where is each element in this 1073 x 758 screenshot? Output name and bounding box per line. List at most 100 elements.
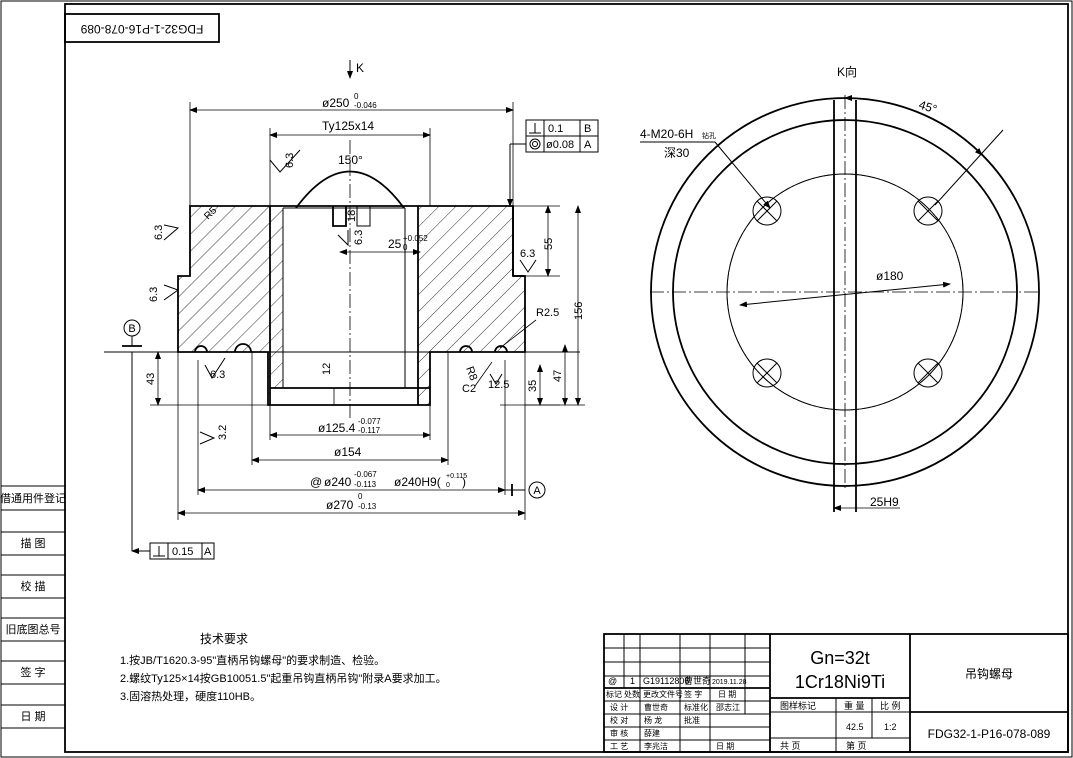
tol-perp2-datum: A: [204, 546, 212, 558]
rev-date: 2019.11.28: [712, 679, 747, 686]
dim-h125: 12.5: [488, 379, 509, 391]
dim-d25-tol-upper: +0.052: [403, 234, 428, 243]
tol-perp2-value: 0.15: [172, 546, 193, 558]
rev-header-sign: 签 字: [684, 689, 702, 699]
k-view-thread-depth: 深30: [664, 146, 690, 160]
tech-req-title: 技术要求: [200, 632, 248, 646]
drawing-mark-label: 图样标记: [780, 700, 816, 711]
dim-d25: 25: [388, 237, 402, 251]
tech-req-item-3: 3.固溶热处理，硬度110HB。: [120, 689, 261, 703]
scale-label: 比 例: [880, 700, 901, 711]
dim-d240h9-tol-upper: +0.115: [446, 473, 467, 480]
dim-d250-tol-lower: -0.046: [354, 101, 377, 110]
scale-value: 1:2: [884, 722, 897, 732]
view-arrow-label: K: [356, 61, 364, 75]
sig-review: 薛建: [644, 728, 660, 738]
standardization-sig: 邵志江: [716, 702, 740, 712]
dim-d240h9: ø240H9(: [394, 475, 441, 489]
roughness-6-3-left-upper: 6.3: [153, 225, 165, 240]
tolerance-frame-perpendicular-b: 0.1 B: [525, 119, 599, 137]
roughness-6-3-notch: 6.3: [353, 230, 365, 245]
material: 1Cr18Ni9Ti: [795, 672, 885, 692]
part-name: 吊钩螺母: [965, 667, 1013, 681]
k-view-thread-note-suffix: 钻孔: [702, 131, 716, 140]
dim-d270-tol-lower: -0.13: [358, 502, 377, 511]
sidebar-label-signature: 签 字: [20, 665, 45, 679]
tol-perp1-datum: B: [584, 123, 591, 135]
dim-d240-prefix: @: [310, 475, 322, 489]
roughness-3-2: 3.2: [217, 425, 229, 440]
sidebar-label-tracing: 描 图: [20, 536, 45, 550]
rev-mark: @: [608, 676, 617, 686]
tolerance-frame-concentricity-a: ø0.08 A: [525, 135, 599, 153]
k-view-title: K向: [837, 64, 857, 79]
drawing-number: FDG32-1-P16-078-089: [928, 727, 1051, 741]
role-check: 校 对: [610, 715, 628, 725]
rev-signer: 曹世奇: [684, 675, 711, 686]
roughness-6-3-left-lower: 6.3: [148, 287, 160, 302]
tech-req-item-2: 2.螺纹Ty125×14按GB10051.5"起重吊钩直柄吊钩"附录A要求加工。: [120, 671, 447, 685]
role-design: 设 计: [610, 702, 628, 712]
sidebar-label-date: 日 期: [20, 710, 45, 723]
left-sidebar: 借通用件登记 描 图 校 描 旧底图总号 签 字 日 期: [0, 485, 66, 729]
dim-h18: 18: [346, 210, 358, 222]
tech-requirements: 技术要求 1.按JB/T1620.3-95"直柄吊钩螺母"的要求制造、检验。 2…: [120, 632, 447, 703]
rev-count: 1: [630, 676, 635, 686]
bolt-hole-br: [913, 358, 943, 388]
mass-value: 42.5: [846, 722, 864, 732]
dim-d240h9-close: ): [462, 475, 466, 489]
rotated-drawing-number: FDG32-1-P16-078-089: [64, 13, 220, 43]
dim-d25-tol-lower: 0: [403, 243, 408, 252]
bolt-hole-tr: [913, 196, 943, 226]
k-view-pcd: ø180: [876, 269, 904, 283]
sig-check: 杨 龙: [644, 715, 662, 725]
sidebar-label-registry: 借通用件登记: [0, 491, 66, 505]
tol-conc-datum: A: [584, 139, 592, 151]
dim-d270-tol-upper: 0: [358, 492, 363, 501]
dim-d125-4-tol-lower: -0.117: [358, 426, 381, 435]
roughness-6-3-right: 6.3: [520, 248, 535, 260]
hatch-right: [418, 206, 525, 405]
dim-d240-tol-lower: -0.113: [354, 480, 377, 489]
dim-d250: ø250: [322, 96, 350, 110]
rev-header-mark: 标记: [606, 689, 622, 699]
k-view-thread-note: 4-M20-6H: [640, 127, 693, 141]
dim-r8: R8: [463, 365, 479, 382]
dim-h156: 156: [573, 302, 585, 320]
approval-label: 批准: [684, 715, 700, 725]
bolt-hole-bl: [752, 358, 782, 388]
date-label: 日 期: [716, 742, 734, 751]
rev-file: G19112806: [643, 676, 689, 686]
dim-h12: 12: [321, 363, 333, 375]
tol-perp1-value: 0.1: [548, 123, 563, 135]
section-view: K ø250 0 -0.046 Ty125x14 0.1 B ø0.08: [104, 60, 599, 560]
rev-header-count: 处数: [624, 689, 640, 699]
dim-d125-4-tol-upper: -0.077: [358, 417, 381, 426]
dim-h55: 55: [543, 238, 555, 250]
datum-a: A: [533, 485, 541, 497]
sig-design: 曹世奇: [644, 702, 668, 712]
dim-h47: 47: [552, 370, 564, 382]
title-block: @ 1 G19112806 曹世奇 2019.11.28 标记 处数 更改文件号…: [603, 633, 1069, 753]
hatch-left: [178, 206, 283, 405]
roughness-6-3-top: 6.3: [284, 153, 296, 168]
rev-header-file: 更改文件号: [643, 689, 683, 699]
dim-r25: R2.5: [536, 307, 559, 319]
inner-frame: [64, 3, 1069, 753]
k-view-angle: 45°: [917, 98, 939, 117]
dim-d270: ø270: [326, 498, 354, 512]
k-view-slot: 25H9: [870, 495, 899, 509]
dim-d125-4: ø125.4: [318, 421, 356, 435]
mass-label: 重 量: [844, 700, 865, 711]
dim-d240-tol-upper: -0.067: [354, 470, 377, 479]
tolerance-frame-perpendicular-a: 0.15 A: [149, 542, 215, 560]
dim-d240: ø240: [324, 475, 352, 489]
dim-d250-tol-upper: 0: [354, 92, 359, 101]
roughness-6-3-bottom: 6.3: [210, 369, 225, 381]
k-view: K向 45°: [640, 64, 1040, 512]
dim-h35: 35: [527, 380, 539, 392]
standardization-label: 标准化: [684, 702, 708, 712]
dim-thread: Ty125x14: [322, 119, 374, 133]
